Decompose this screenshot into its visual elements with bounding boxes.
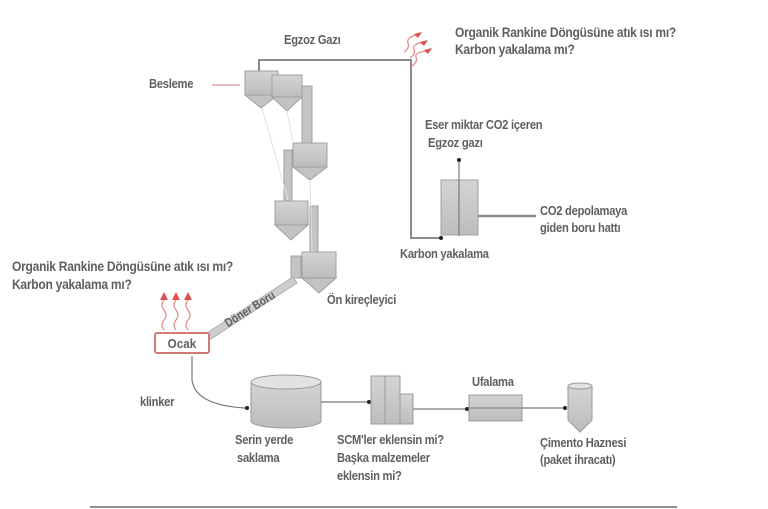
kiln-heat-icon [160, 292, 192, 331]
grinding-label: Ufalama [472, 374, 514, 389]
orc-question-left-line2: Karbon yakalama mı? [12, 276, 132, 292]
clinker-label: klinker [140, 394, 175, 409]
storage-tank [250, 374, 322, 429]
carbon-capture-unit [440, 158, 536, 236]
preheater-thin-lines [261, 107, 313, 253]
cool-storage-line2: saklama [237, 450, 280, 465]
scm-question-line1: SCM'ler eklensin mi? [337, 432, 444, 447]
exhaust-gas-line [258, 59, 443, 239]
low-co2-exhaust-line2: Egzoz gazı [428, 135, 483, 150]
co2-pipeline-line2: giden boru hattı [540, 220, 621, 235]
feed-label: Besleme [149, 76, 194, 91]
scm-question-line3: eklensin mi? [337, 468, 402, 483]
clinker-flow-line [191, 356, 246, 409]
low-co2-exhaust-line1: Eser miktar CO2 içeren [425, 117, 543, 132]
exhaust-gas-label: Egzoz Gazı [284, 32, 341, 47]
cement-silo-line2: (paket ihracatı) [540, 452, 616, 467]
mixer-unit [370, 375, 414, 425]
carbon-capture-inlet-dot [439, 236, 443, 240]
orc-question-top-line1: Organik Rankine Döngüsüne atık ısı mı? [455, 24, 677, 40]
cement-silo [567, 382, 593, 433]
precalciner-label: Ön kireçleyici [327, 292, 397, 307]
grinding-mill [468, 394, 523, 422]
scm-question-line2: Başka malzemeler [337, 450, 430, 465]
orc-question-left-line1: Organik Rankine Döngüsüne atık ısı mı? [12, 258, 234, 274]
preheater-tower [243, 70, 338, 294]
exhaust-heat-icon [403, 32, 432, 67]
co2-pipeline-line1: CO2 depolamaya [540, 203, 628, 218]
orc-question-top-line2: Karbon yakalama mı? [455, 41, 575, 57]
carbon-capture-label: Karbon yakalama [400, 246, 489, 261]
kiln-box: Ocak [154, 332, 210, 354]
kiln-label: Ocak [167, 335, 197, 351]
cement-silo-line1: Çimento Haznesi [540, 435, 627, 450]
cool-storage-line1: Serin yerde [235, 432, 294, 447]
